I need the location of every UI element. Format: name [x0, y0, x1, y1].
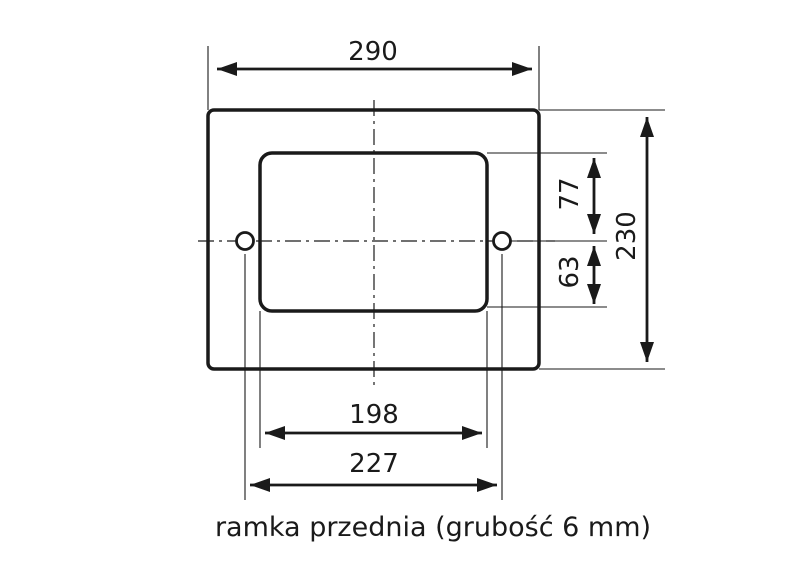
- drawing-caption: ramka przednia (grubość 6 mm): [214, 512, 652, 543]
- mounting-hole-right: [492, 231, 512, 251]
- dimension-lines: [217, 62, 654, 492]
- mounting-hole-left: [235, 231, 255, 251]
- inner-opening: [258, 151, 489, 313]
- dim-label-lower-height: 63: [555, 255, 585, 288]
- dim-label-overall-height: 230: [612, 211, 642, 261]
- outer-frame: [206, 108, 541, 371]
- extension-lines: [207, 46, 665, 500]
- dim-label-opening-width: 198: [349, 400, 399, 430]
- dim-label-overall-width: 290: [348, 37, 398, 67]
- dim-label-upper-height: 77: [555, 177, 585, 210]
- dim-label-hole-spacing: 227: [349, 449, 399, 479]
